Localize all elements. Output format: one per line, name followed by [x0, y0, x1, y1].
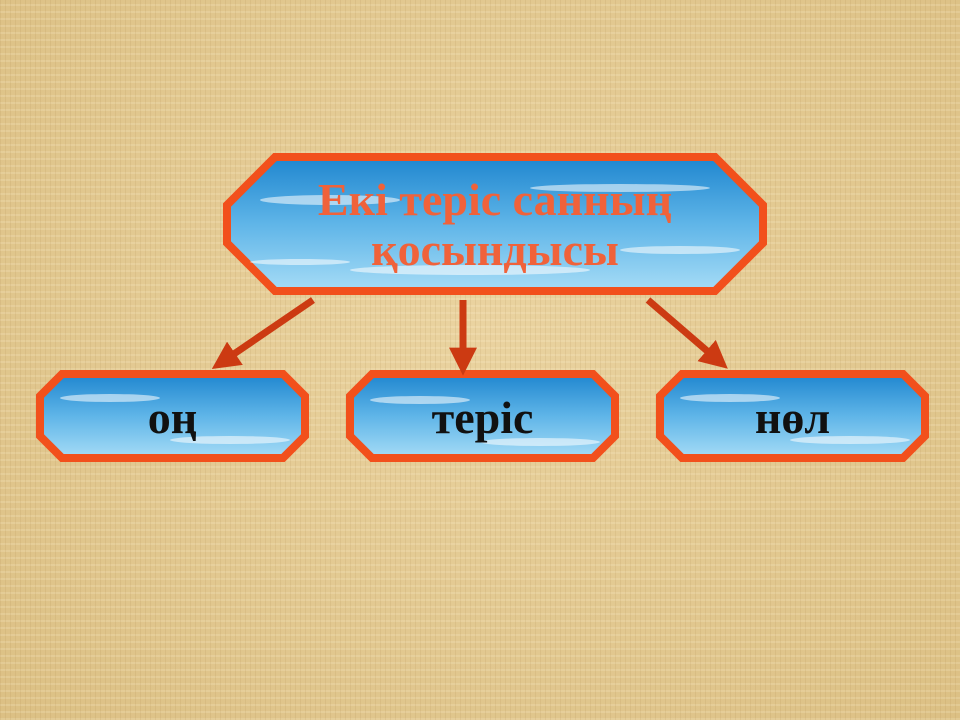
child-box-3 [656, 370, 929, 462]
child-box-1 [36, 370, 309, 462]
root-cloud-streaks [250, 184, 740, 275]
child-box-2 [346, 370, 619, 462]
root-box [223, 153, 767, 295]
arrow-to-child-1 [211, 297, 315, 370]
child-label-zero: нөл [754, 391, 831, 443]
root-label: Екі теріс санның қосындысы [317, 174, 673, 275]
arrow-to-child-3 [645, 297, 728, 369]
child-label-negative: теріс [431, 391, 534, 443]
child-label-positive: оң [147, 391, 198, 443]
